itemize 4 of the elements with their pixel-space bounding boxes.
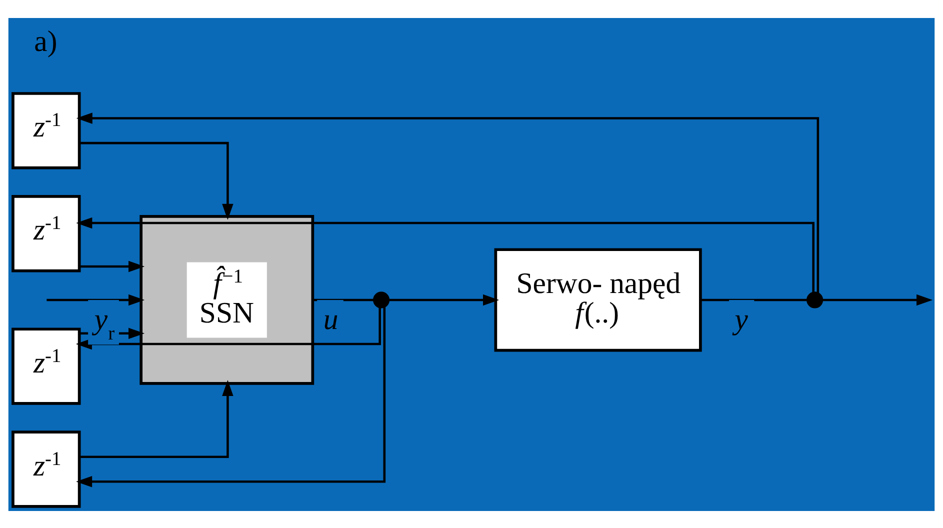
edge-label: y bbox=[734, 302, 748, 336]
edge-label: u bbox=[323, 302, 338, 336]
edge-label: y$_{r}$ bbox=[94, 302, 115, 344]
label: a) bbox=[34, 24, 58, 58]
